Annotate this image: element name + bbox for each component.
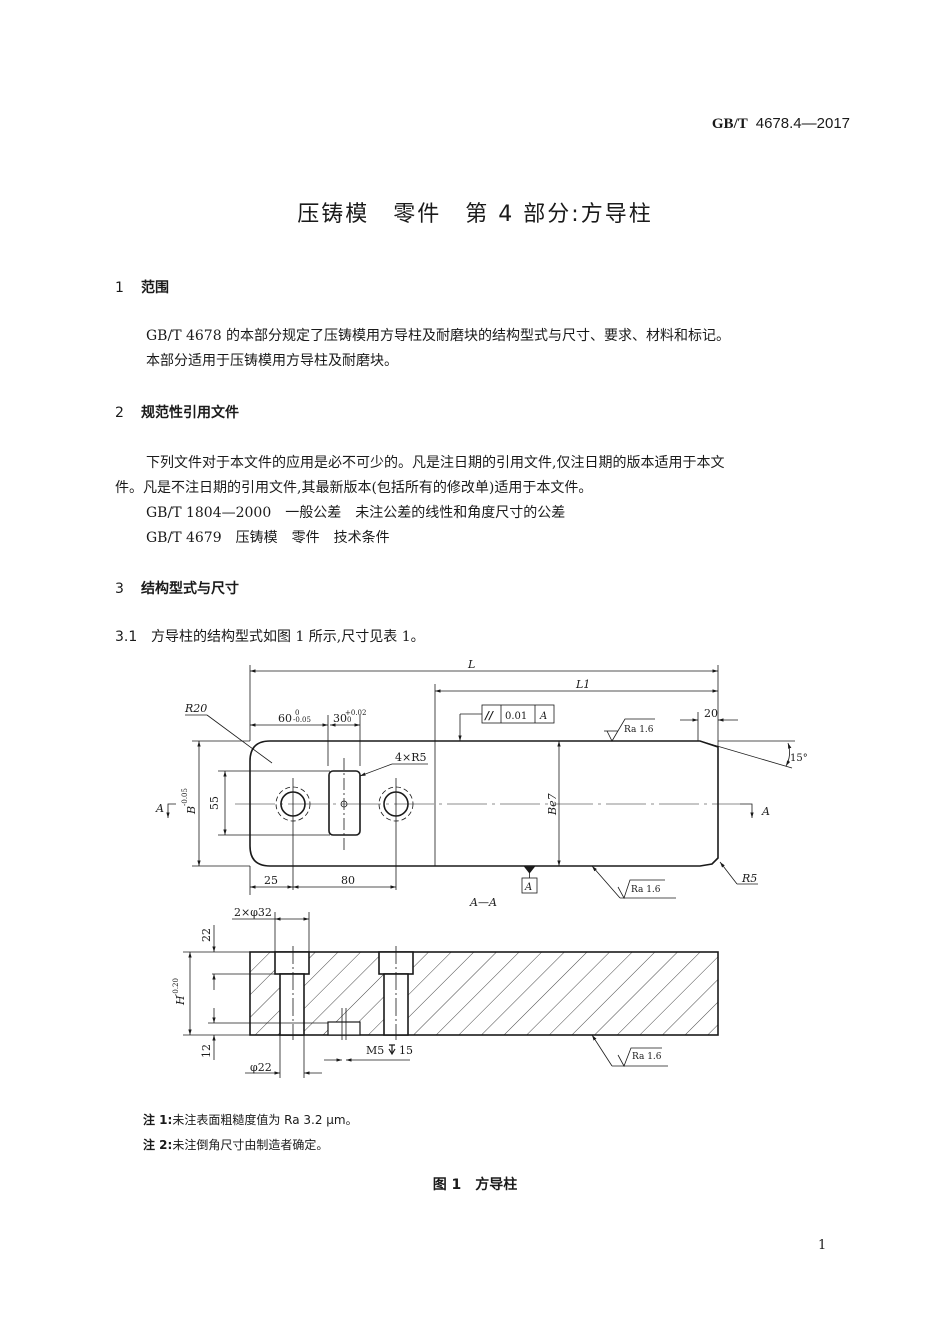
paragraph: GB/T 4678 的本部分规定了压铸模用方导柱及耐磨块的结构型式与尺寸、要求、… <box>146 328 731 344</box>
guide-pillar-outline <box>249 740 719 867</box>
dim-Be7: Be7 <box>546 793 559 816</box>
parallelism-symbol: // <box>484 709 494 722</box>
dim-B: B <box>185 806 198 815</box>
dim-30: 30 <box>333 712 347 725</box>
dim-M5-depth: 15 <box>399 1044 413 1057</box>
paragraph: 本部分适用于压铸模用方导柱及耐磨块。 <box>146 353 398 369</box>
dim-25: 25 <box>264 874 278 887</box>
dim-20: 20 <box>704 707 718 720</box>
section-title: 范围 <box>141 280 169 296</box>
dim-2xphi32: 2×φ32 <box>234 906 272 919</box>
paragraph: 件。凡是不注日期的引用文件,其最新版本(包括所有的修改单)适用于本文件。 <box>115 480 593 496</box>
reference-item: GB/T 4679 压铸模 零件 技术条件 <box>146 530 390 546</box>
section-title: 结构型式与尺寸 <box>141 581 239 597</box>
subsection-number: 3.1 <box>115 629 138 645</box>
parallelism-datum: A <box>539 711 547 722</box>
dim-B-tol: -0.05 <box>181 788 189 806</box>
note-text: 未注倒角尺寸由制造者确定。 <box>172 1138 329 1152</box>
note-label: 注 1: <box>143 1113 173 1127</box>
roughness-top: Ra 1.6 <box>624 725 654 735</box>
figure-caption: 图 1 方导柱 <box>432 1177 518 1193</box>
note-1: 注 1:未注表面粗糙度值为 Ra 3.2 μm。 <box>143 1111 358 1128</box>
dim-15deg: 15° <box>790 753 808 764</box>
section-number: 1 <box>115 280 124 296</box>
dim-L: L <box>467 658 475 671</box>
document-title: 压铸模 零件 第 4 部分:方导柱 <box>297 202 653 227</box>
dim-80: 80 <box>341 874 355 887</box>
note-2: 注 2:未注倒角尺寸由制造者确定。 <box>143 1136 328 1153</box>
dim-M5: M5 <box>366 1044 384 1057</box>
parallelism-value: 0.01 <box>505 711 527 722</box>
section-title: 规范性引用文件 <box>141 405 239 421</box>
depth-icon <box>388 1044 396 1056</box>
reference-item: GB/T 1804—2000 一般公差 未注公差的线性和角度尺寸的公差 <box>146 505 566 521</box>
datum-A: A <box>524 882 532 893</box>
section-number: 2 <box>115 405 124 421</box>
standard-number: GB/T 4678.4—2017 <box>712 114 850 133</box>
section-label: A—A <box>469 896 497 909</box>
section-body <box>249 951 719 1036</box>
dim-60-tol-lower: -0.05 <box>293 716 311 724</box>
dim-L1: L1 <box>575 678 590 691</box>
dim-4xR5: 4×R5 <box>395 751 427 764</box>
paragraph: 下列文件对于本文件的应用是必不可少的。凡是注日期的引用文件,仅注日期的版本适用于… <box>146 455 725 471</box>
dim-phi22: φ22 <box>250 1061 272 1074</box>
roughness-section: Ra 1.6 <box>632 1052 662 1062</box>
standard-prefix: GB/T <box>711 116 748 132</box>
note-text: 未注表面粗糙度值为 Ra 3.2 μm。 <box>172 1113 358 1127</box>
dim-22: 22 <box>200 928 213 942</box>
section-number: 3 <box>115 581 124 597</box>
dim-R20: R20 <box>184 702 207 715</box>
subsection-3-1: 3.1 方导柱的结构型式如图 1 所示,尺寸见表 1。 <box>115 626 425 646</box>
page-number: 1 <box>818 1238 827 1253</box>
dim-12: 12 <box>200 1044 213 1058</box>
section-3-heading: 3 结构型式与尺寸 <box>115 578 239 598</box>
section-1-heading: 1 范围 <box>115 277 169 297</box>
section-mark-right: A <box>761 805 770 818</box>
section-mark-left: A <box>155 802 164 815</box>
dim-R5: R5 <box>741 872 757 885</box>
subsection-text: 方导柱的结构型式如图 1 所示,尺寸见表 1。 <box>151 629 425 645</box>
dim-H-tol: -0.20 <box>172 978 180 996</box>
dim-55: 55 <box>208 796 221 810</box>
standard-code: 4678.4—2017 <box>755 115 850 132</box>
dim-H: H <box>174 995 187 1006</box>
dim-30-tol-upper: +0.02 <box>345 709 366 717</box>
dim-60: 60 <box>278 712 292 725</box>
section-2-heading: 2 规范性引用文件 <box>115 402 239 422</box>
note-label: 注 2: <box>143 1138 173 1152</box>
dim-60-tol-upper: 0 <box>295 709 299 717</box>
roughness-bottom: Ra 1.6 <box>631 885 661 895</box>
dim-30-tol-lower: 0 <box>347 716 351 724</box>
